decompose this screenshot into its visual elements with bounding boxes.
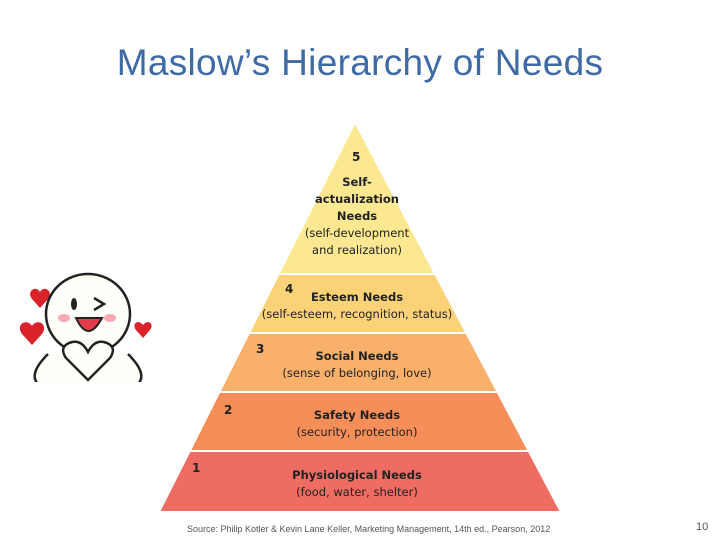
level-number: 1 xyxy=(192,461,201,475)
level-name: Physiological Needs xyxy=(292,467,422,482)
pyramid-level-1 xyxy=(157,450,563,513)
level-label: Social Needs (sense of belonging, love) xyxy=(247,348,467,382)
level-number: 3 xyxy=(256,342,265,356)
level-description: (self-esteem, recognition, status) xyxy=(261,306,453,321)
heart-icon xyxy=(30,288,50,308)
level-name: Esteem Needs xyxy=(310,289,404,304)
level-description: (food, water, shelter) xyxy=(296,484,418,499)
level-label: Physiological Needs (food, water, shelter… xyxy=(247,467,467,501)
level-label: Esteem Needs (self-esteem, recognition, s… xyxy=(247,289,467,323)
level-description: and realization) xyxy=(312,242,402,257)
level-number: 4 xyxy=(285,282,294,296)
level-name: Self- xyxy=(342,174,372,189)
level-description: (self-development xyxy=(304,225,410,240)
level-name: actualization xyxy=(315,191,399,206)
level-label: Safety Needs (security, protection) xyxy=(247,407,467,441)
level-description: (security, protection) xyxy=(296,424,418,439)
heart-icon xyxy=(134,322,152,338)
level-name: Safety Needs xyxy=(313,407,401,422)
heart-icon xyxy=(19,322,45,345)
level-number: 2 xyxy=(224,403,233,417)
page-number: 10 xyxy=(696,521,709,533)
slide-title: Maslow’s Hierarchy of Needs xyxy=(116,42,604,83)
level-number: 5 xyxy=(352,150,361,164)
heart-hands-character-icon xyxy=(19,272,152,382)
level-name: Social Needs xyxy=(315,348,399,363)
level-name: Needs xyxy=(336,208,378,223)
level-description: (sense of belonging, love) xyxy=(282,365,432,380)
source-citation: Source: Philip Kotler & Kevin Lane Kelle… xyxy=(187,524,551,534)
